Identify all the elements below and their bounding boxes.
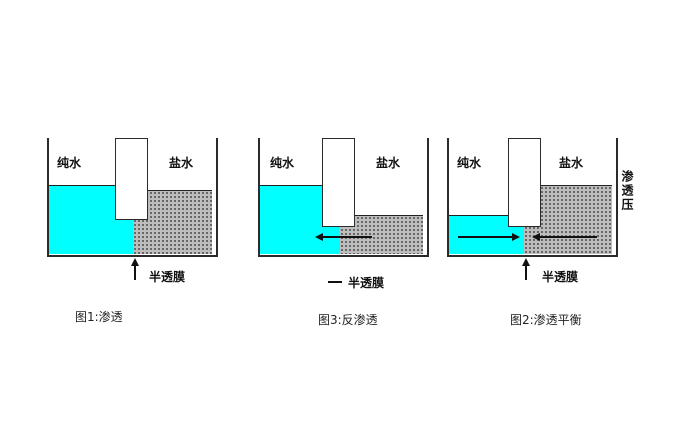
salt-water-label: 盐水 [376,156,401,170]
osmotic-pressure-label: 渗透压 [620,170,634,212]
semipermeable-membrane-tube [115,138,148,220]
membrane-label: 半透膜 [149,270,186,284]
salt-water-label: 盐水 [169,156,194,170]
membrane-pointer-arrowhead-icon [522,258,530,266]
flow-arrow-line [323,236,372,238]
figure-osmosis: 纯水 盐水 半透膜 图1:渗透 [47,138,287,434]
membrane-label: 半透膜 [542,270,579,284]
membrane-pointer-dash [328,281,342,283]
figure-caption: 图1:渗透 [75,310,123,324]
membrane-pointer-line [525,266,527,280]
figure-caption: 图2:渗透平衡 [510,313,582,327]
pure-water-label: 纯水 [270,156,295,170]
flow-arrow-right-icon [512,233,520,241]
figure-reverse-osmosis: 纯水 盐水 半透膜 图3:反渗透 [258,138,498,434]
salt-water-region [133,190,212,254]
membrane-pointer-arrowhead-icon [131,258,139,266]
semipermeable-membrane-tube [322,138,355,227]
flow-arrow-line-right [458,236,512,238]
pure-water-label: 纯水 [457,156,482,170]
flow-arrow-left-icon [532,233,540,241]
semipermeable-membrane-tube [508,138,541,227]
flow-arrow-left-icon [315,233,323,241]
pure-water-label: 纯水 [57,156,82,170]
membrane-label: 半透膜 [348,276,385,290]
figure-caption: 图3:反渗透 [318,313,378,327]
flow-arrow-line-left [540,236,597,238]
figure-osmosis-equilibrium: 纯水 盐水 半透膜 渗透压 图2:渗透平衡 [447,138,687,434]
membrane-pointer-line [134,266,136,280]
salt-water-label: 盐水 [559,156,584,170]
